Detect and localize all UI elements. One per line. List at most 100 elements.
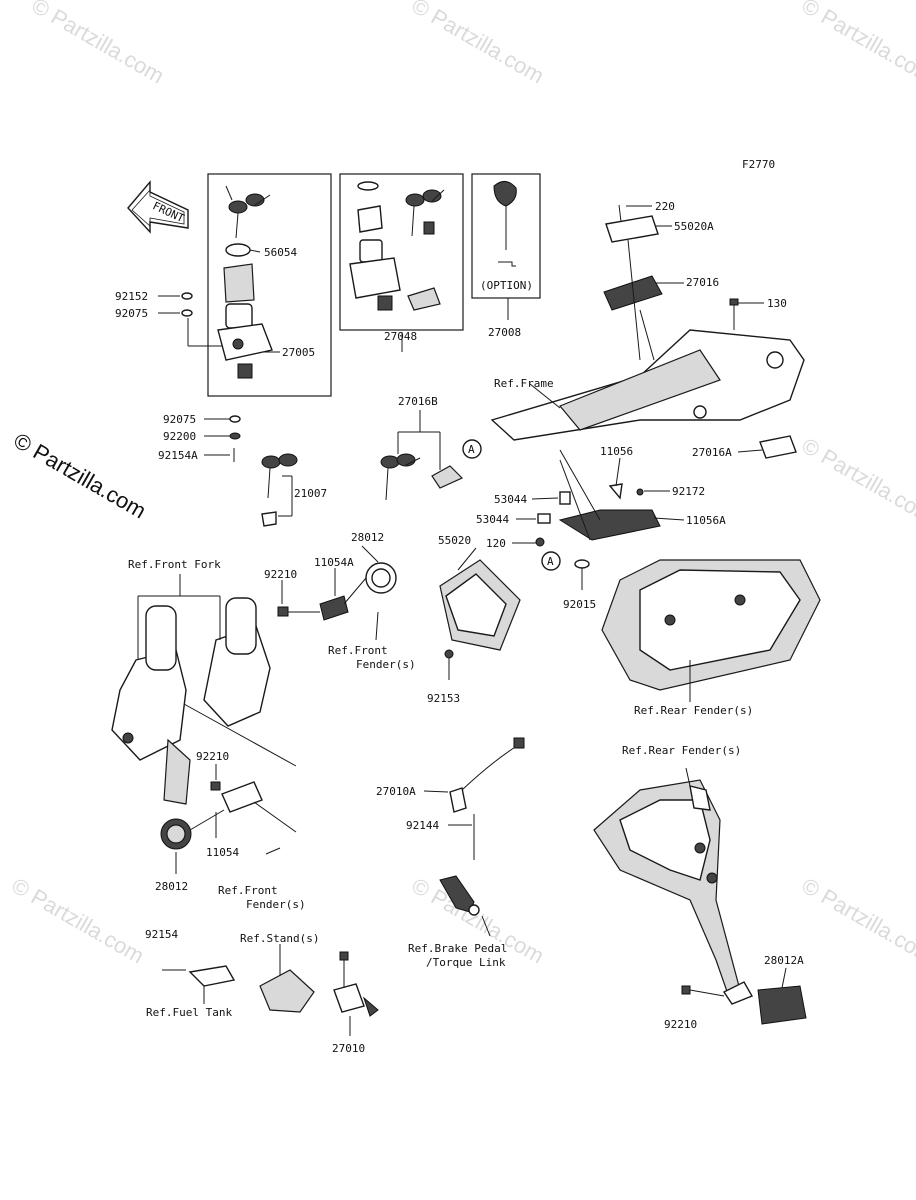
bracket-fuel-tank — [188, 965, 236, 987]
washer-92075 — [181, 309, 193, 317]
ref-brake-pedal-line2: /Torque Link — [426, 956, 506, 969]
front-fork — [111, 597, 271, 805]
bracket-11054A — [319, 562, 397, 641]
front-arrow: FRONT — [127, 180, 189, 234]
label-28012A: 28012A — [764, 954, 804, 967]
ref-front-fender-1-line1: Ref.Front — [328, 644, 388, 657]
figure-code: F2770 — [742, 158, 775, 171]
bracket-55020A — [605, 215, 659, 243]
label-53044-bottom: 53044 — [476, 513, 509, 526]
ref-fuel-tank: Ref.Fuel Tank — [146, 1006, 232, 1019]
label-92153: 92153 — [427, 692, 460, 705]
ref-a-circle-bottom — [541, 551, 561, 571]
rear-fender-upper — [601, 559, 821, 691]
ref-rear-fender-1: Ref.Rear Fender(s) — [634, 704, 753, 717]
washer-56054 — [225, 243, 251, 257]
label-92210-bottom: 92210 — [664, 1018, 697, 1031]
bolt-130 — [729, 298, 739, 306]
label-92172: 92172 — [672, 485, 705, 498]
label-92210-top: 92210 — [264, 568, 297, 581]
ref-stand: Ref.Stand(s) — [240, 932, 319, 945]
label-92152: 92152 — [115, 290, 148, 303]
label-120: 120 — [486, 537, 506, 550]
bracket-11054 — [160, 781, 297, 855]
label-92210-mid: 92210 — [196, 750, 229, 763]
option-key-icon — [493, 181, 517, 267]
washer-box2 — [357, 181, 379, 191]
rear-fender-lower — [593, 779, 741, 1002]
cylinder-cover — [223, 263, 255, 303]
label-28012-bottom: 28012 — [155, 880, 188, 893]
washer-92200 — [229, 432, 241, 440]
label-11054A: 11054A — [314, 556, 354, 569]
label-92075-bottom: 92075 — [163, 413, 196, 426]
ref-rear-fender-2: Ref.Rear Fender(s) — [622, 744, 741, 757]
label-27016A: 27016A — [692, 446, 732, 459]
ref-a-label-bottom: A — [547, 555, 554, 568]
label-53044-top: 53044 — [494, 493, 527, 506]
cap-box2 — [357, 205, 383, 233]
ref-front-fork: Ref.Front Fork — [128, 558, 221, 571]
label-27016: 27016 — [686, 276, 719, 289]
label-27016B: 27016B — [398, 395, 438, 408]
key-blank — [261, 511, 277, 527]
watermark-mid-right: © Partzilla.com — [798, 433, 916, 529]
lock-assembly-box2 — [349, 221, 441, 311]
label-92015: 92015 — [563, 598, 596, 611]
reflector-28012A — [757, 985, 807, 1025]
label-27010: 27010 — [332, 1042, 365, 1055]
ref-a-circle-top — [462, 439, 482, 459]
key-icon — [225, 185, 271, 239]
ignition-switch-set-box — [207, 173, 332, 397]
label-55020A: 55020A — [674, 220, 714, 233]
label-21007: 21007 — [294, 487, 327, 500]
watermark-bottom-left: © Partzilla.com — [8, 873, 149, 969]
watermark-left-dark: © Partzilla.com — [10, 428, 151, 524]
label-220: 220 — [655, 200, 675, 213]
label-27010A: 27010A — [376, 785, 416, 798]
label-55020: 55020 — [438, 534, 471, 547]
option-label: (OPTION) — [480, 279, 533, 292]
label-56054: 56054 — [264, 246, 297, 259]
label-11054: 11054 — [206, 846, 239, 859]
washer-92075-b — [229, 415, 241, 423]
watermark-top-right: © Partzilla.com — [798, 0, 916, 88]
label-11056A: 11056A — [686, 514, 726, 527]
ref-front-fender-2-line2: Fender(s) — [246, 898, 306, 911]
label-92154: 92154 — [145, 928, 178, 941]
label-11056: 11056 — [600, 445, 633, 458]
watermarks: © Partzilla.com © Partzilla.com © Partzi… — [8, 0, 916, 968]
bracket-lower-fender — [722, 981, 754, 1005]
key-icon-box2 — [405, 189, 445, 237]
ignition-switch-body — [217, 303, 273, 379]
ref-front-fender-1-line2: Fender(s) — [356, 658, 416, 671]
nut-92210-a — [277, 606, 289, 617]
ref-a-label-top: A — [468, 443, 475, 456]
lock-set-box — [339, 173, 464, 331]
label-27008: 27008 — [488, 326, 521, 339]
label-28012-top: 28012 — [351, 531, 384, 544]
frame — [490, 329, 805, 459]
nut-92210-c — [681, 985, 691, 995]
connector-27016B — [431, 465, 464, 489]
label-92144: 92144 — [406, 819, 439, 832]
label-92154A: 92154A — [158, 449, 198, 462]
ref-brake-pedal-line1: Ref.Brake Pedal — [408, 942, 507, 955]
spacer-92015 — [574, 559, 590, 569]
watermark-bottom-right: © Partzilla.com — [798, 873, 916, 969]
stand-bracket — [259, 969, 315, 1013]
ref-front-fender-2-line1: Ref.Front — [218, 884, 278, 897]
watermark-top-mid: © Partzilla.com — [408, 0, 549, 88]
key-27016B-icon — [380, 453, 421, 501]
label-92075-top: 92075 — [115, 307, 148, 320]
label-27005: 27005 — [282, 346, 315, 359]
bolt-92153 — [444, 649, 454, 659]
key-21007-icon — [261, 453, 298, 499]
brake-pedal — [439, 875, 480, 916]
label-27048: 27048 — [384, 330, 417, 343]
option-key-box — [471, 173, 541, 299]
nut-92152 — [181, 292, 193, 300]
ref-frame: Ref.Frame — [494, 377, 554, 390]
watermark-top-left: © Partzilla.com — [28, 0, 169, 88]
